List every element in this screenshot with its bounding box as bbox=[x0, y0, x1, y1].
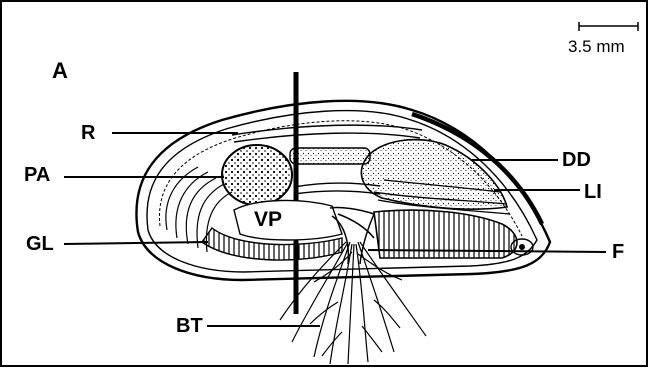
panel-letter: A bbox=[52, 60, 68, 82]
byssus-threads bbox=[280, 242, 426, 364]
label-pa: PA bbox=[24, 165, 50, 185]
label-f: F bbox=[612, 242, 624, 262]
visceral-pouch bbox=[234, 200, 342, 240]
posterior-adductor bbox=[222, 145, 292, 205]
label-bt: BT bbox=[176, 316, 203, 336]
label-r: R bbox=[81, 123, 95, 143]
label-li: LI bbox=[584, 182, 602, 202]
label-dd: DD bbox=[562, 150, 591, 170]
label-gl: GL bbox=[26, 234, 54, 254]
label-vp: VP bbox=[254, 209, 282, 230]
scale-bar bbox=[579, 22, 638, 31]
scale-bar-label: 3.5 mm bbox=[568, 37, 625, 57]
foot-tip-dot bbox=[519, 244, 525, 250]
